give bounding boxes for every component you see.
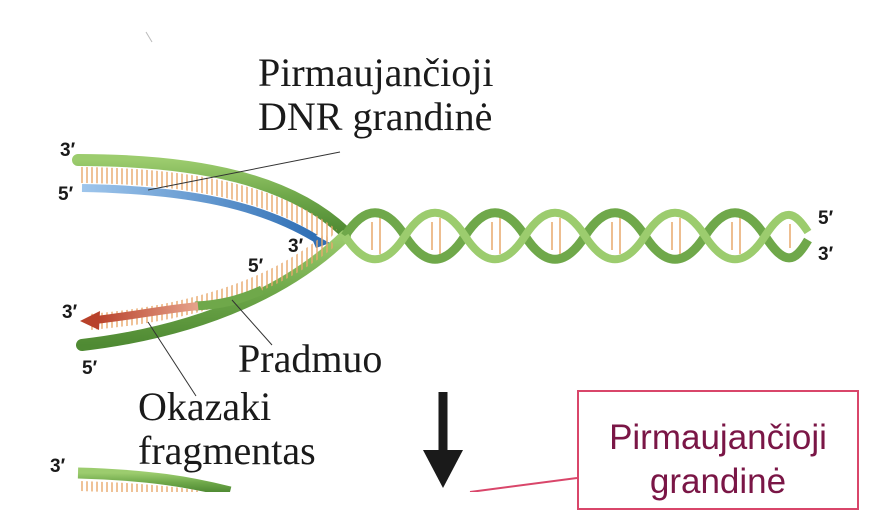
okazaki-label-line1: Okazaki	[138, 384, 272, 429]
primer-label: Pradmuo	[238, 336, 383, 381]
leading-strand-arrow	[81, 184, 318, 242]
down-arrow-head	[423, 450, 463, 488]
okazaki-arrowhead	[80, 311, 100, 330]
end-label-right-5: 5′	[818, 208, 834, 229]
leading-strand-callout: Pirmaujančioji grandinė	[577, 390, 859, 510]
callout-pointer	[469, 477, 578, 493]
leading-strand-label-line2: DNR grandinė	[258, 94, 493, 139]
primer-label-pointer	[231, 299, 273, 346]
end-label-bottom-3: 3′	[62, 302, 78, 323]
callout-line1: Pirmaujančioji	[609, 418, 827, 457]
upper-template-strand	[72, 154, 351, 238]
okazaki-label-pointer	[147, 321, 197, 397]
end-label-lower-3: 3′	[50, 456, 66, 477]
end-label-inner-5: 5′	[248, 256, 264, 277]
end-label-right-3: 3′	[818, 244, 834, 265]
stray-mark	[145, 31, 153, 43]
callout-line2: grandinė	[649, 462, 787, 501]
lower-partial-strand	[77, 467, 232, 498]
okazaki-label-line2: fragmentas	[138, 428, 316, 473]
replication-fork-graphic	[72, 31, 812, 501]
double-helix	[341, 208, 812, 264]
leading-label-pointer	[147, 151, 341, 191]
okazaki-fragment-arrow	[95, 302, 199, 324]
leading-strand-label-line1: Pirmaujančioji	[258, 50, 494, 95]
end-label-bottom-5: 5′	[82, 358, 98, 379]
primer-segment	[194, 285, 264, 311]
end-label-inner-3: 3′	[288, 236, 304, 257]
upper-base-pairs	[79, 167, 337, 243]
dna-replication-diagram: Pirmaujančioji DNR grandinė Pradmuo Okaz…	[50, 31, 859, 510]
end-label-top-5: 5′	[58, 184, 74, 205]
end-label-top-3: 3′	[60, 140, 76, 161]
